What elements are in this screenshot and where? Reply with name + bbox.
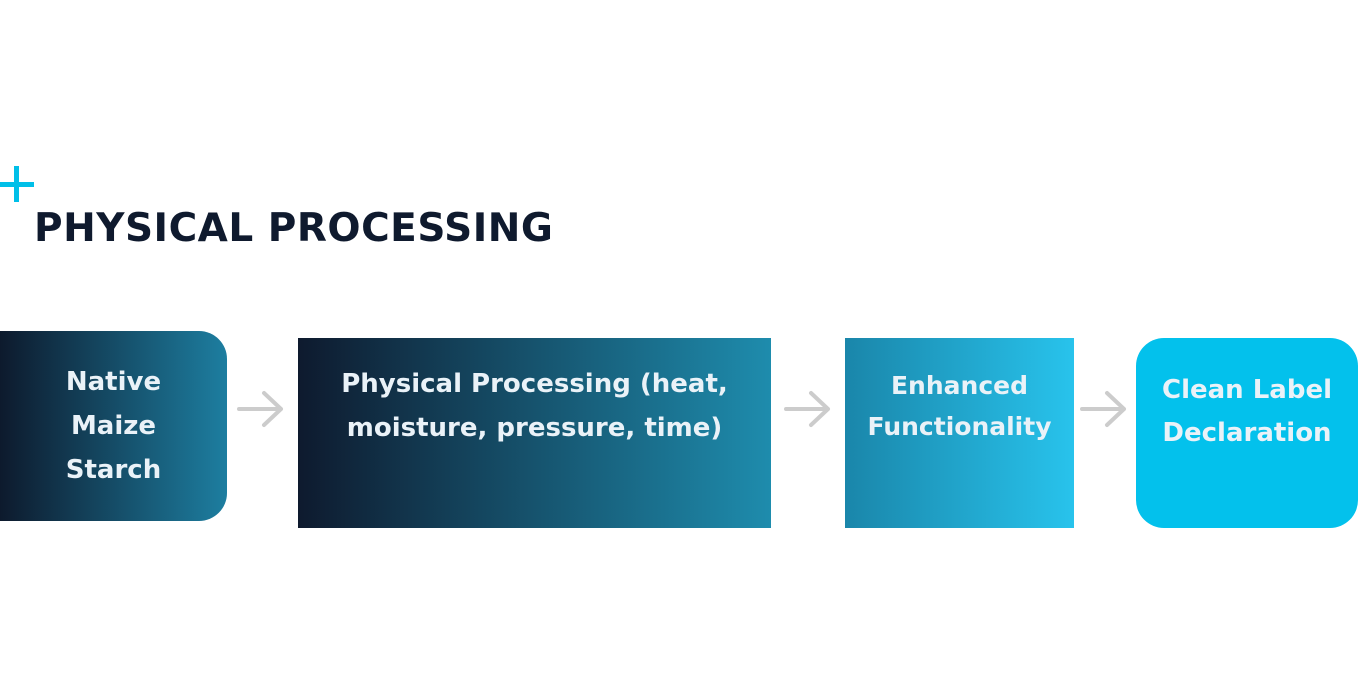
flow-step-label: Enhanced Functionality xyxy=(867,371,1052,441)
flow-step-clean-label-declaration: Clean Label Declaration xyxy=(1136,338,1358,528)
flow-step-label: Physical Processing (heat, moisture, pre… xyxy=(341,369,728,443)
flow-step-native-maize-starch: Native Maize Starch xyxy=(0,331,227,521)
arrow-right-icon xyxy=(1080,391,1126,427)
page-title: PHYSICAL PROCESSING xyxy=(34,206,554,251)
arrow-right-icon xyxy=(237,391,283,427)
flow-step-physical-processing: Physical Processing (heat, moisture, pre… xyxy=(298,338,771,528)
flow-step-label: Clean Label Declaration xyxy=(1161,375,1332,448)
arrow-right-icon xyxy=(784,391,830,427)
flow-step-label: Native Maize Starch xyxy=(65,367,162,485)
flow-step-enhanced-functionality: Enhanced Functionality xyxy=(845,338,1074,528)
plus-icon xyxy=(0,166,36,202)
